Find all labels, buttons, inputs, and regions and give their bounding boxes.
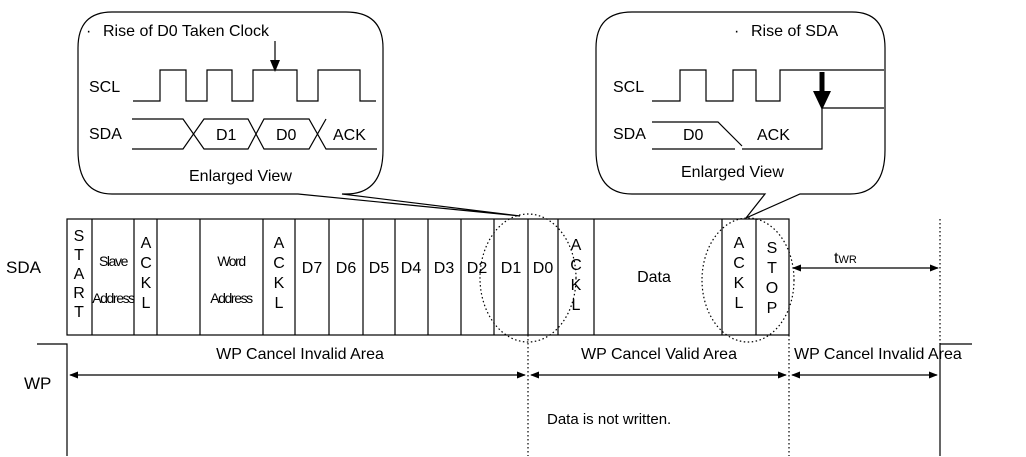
- ackl-letter: L: [735, 295, 744, 312]
- ackl-letter: A: [571, 237, 582, 254]
- data-bit-d7: D7: [302, 260, 323, 277]
- slave-address-cell: Slave Address: [92, 253, 136, 306]
- stop-letter: P: [767, 300, 778, 317]
- data-not-written-note: Data is not written.: [547, 411, 671, 428]
- callout-left: · Rise of D0 Taken Clock SCL SDA D1 D0 A…: [77, 11, 521, 217]
- start-letter: R: [73, 285, 85, 302]
- ackl-cell-2: A C K L: [273, 235, 285, 312]
- magnify-circle-d0-ack: [479, 213, 577, 343]
- start-letter: T: [74, 247, 84, 264]
- wp-row-label: WP: [24, 374, 51, 393]
- ackl-letter: L: [572, 297, 581, 314]
- callout-left-sda-waveform: [132, 118, 377, 150]
- twr-write-cycle-time: tWR: [792, 250, 939, 272]
- callout-right-sda-waveform: [652, 107, 884, 150]
- ackl-letter: K: [734, 275, 745, 292]
- start-letter: T: [74, 304, 84, 321]
- callout-left-sda-label: SDA: [89, 126, 122, 143]
- data-bit-d2: D2: [467, 260, 488, 277]
- data-bit-d5: D5: [369, 260, 390, 277]
- twr-label: tWR: [834, 250, 857, 267]
- wp-cancel-invalid-area-label-2: WP Cancel Invalid Area: [794, 346, 962, 363]
- ackl-letter: L: [275, 295, 284, 312]
- callout-right-ack: ACK: [757, 127, 790, 144]
- sda-row: SDA S T A R T: [6, 213, 939, 343]
- word-address-line-2: Address: [210, 290, 253, 306]
- ackl-letter: C: [140, 255, 152, 272]
- callout-right-sda-label: SDA: [613, 126, 646, 143]
- stop-letter: O: [766, 280, 778, 297]
- callout-right-title: Rise of SDA: [751, 23, 838, 40]
- ackl-letter: A: [274, 235, 285, 252]
- stop-letter: T: [767, 260, 777, 277]
- callout-left-scl-waveform: [133, 69, 376, 102]
- callout-left-bubble: [77, 11, 521, 217]
- data-bit-d0: D0: [533, 260, 554, 277]
- callout-left-ack: ACK: [333, 127, 366, 144]
- ackl-letter: K: [141, 275, 152, 292]
- stop-condition-cell: S T O P: [766, 240, 778, 317]
- callout-left-caption: Enlarged View: [189, 168, 292, 185]
- ackl-letter: C: [273, 255, 285, 272]
- ackl-letter: L: [142, 295, 151, 312]
- ackl-letter: K: [571, 277, 582, 294]
- callout-right-scl-label: SCL: [613, 79, 644, 96]
- ackl-cell-3: A C K L: [570, 237, 582, 314]
- slave-address-line-2: Address: [92, 290, 135, 306]
- wp-signal-left-edge: [37, 343, 68, 456]
- callout-right-caption: Enlarged View: [681, 164, 784, 181]
- sda-rise-pointer-arrowhead: [813, 91, 831, 110]
- sda-cell-dividers: [91, 219, 757, 335]
- wp-cancel-valid-area-label: WP Cancel Valid Area: [581, 346, 737, 363]
- callout-left-bullet: ·: [86, 23, 91, 40]
- stop-letter: S: [767, 240, 778, 257]
- clock-pointer-arrowhead: [270, 60, 280, 72]
- data-bit-d1: D1: [501, 260, 522, 277]
- sda-row-label: SDA: [6, 258, 42, 277]
- word-address-cell: Word Address: [210, 253, 254, 306]
- callout-left-bit-d1: D1: [216, 127, 237, 144]
- callout-right-bullet: ·: [734, 23, 739, 40]
- callout-right-bit-d0: D0: [683, 127, 704, 144]
- ackl-cell-1: A C K L: [140, 235, 152, 312]
- data-bit-d4: D4: [401, 260, 422, 277]
- callout-right-bubble: [595, 11, 886, 219]
- callout-right: · Rise of SDA SCL SDA D0 ACK Enlarged Vi…: [595, 11, 886, 219]
- callout-left-title: Rise of D0 Taken Clock: [103, 23, 270, 40]
- data-bit-d6: D6: [336, 260, 357, 277]
- start-condition-cell: S T A R T: [73, 228, 85, 321]
- wp-row: WP WP Cancel Invalid Area WP Cancel Vali…: [24, 219, 972, 456]
- callout-right-scl-waveform: [652, 69, 884, 102]
- ackl-letter: C: [733, 255, 745, 272]
- callout-left-scl-label: SCL: [89, 79, 120, 96]
- data-bit-cells: D7 D6 D5 D4 D3 D2 D1 D0: [302, 260, 554, 277]
- ackl-letter: K: [274, 275, 285, 292]
- ackl-letter: A: [141, 235, 152, 252]
- word-address-line-1: Word: [217, 253, 245, 269]
- start-letter: A: [74, 266, 85, 283]
- ackl-letter: C: [570, 257, 582, 274]
- magnify-circle-ack-stop: [701, 217, 795, 343]
- ackl-letter: A: [734, 235, 745, 252]
- slave-address-line-1: Slave: [99, 253, 129, 269]
- start-letter: S: [74, 228, 85, 245]
- data-bit-d3: D3: [434, 260, 455, 277]
- wp-cancel-invalid-area-label-1: WP Cancel Invalid Area: [216, 346, 384, 363]
- callout-left-bit-d0: D0: [276, 127, 297, 144]
- ackl-cell-4: A C K L: [733, 235, 745, 312]
- data-byte-cell: Data: [637, 269, 671, 286]
